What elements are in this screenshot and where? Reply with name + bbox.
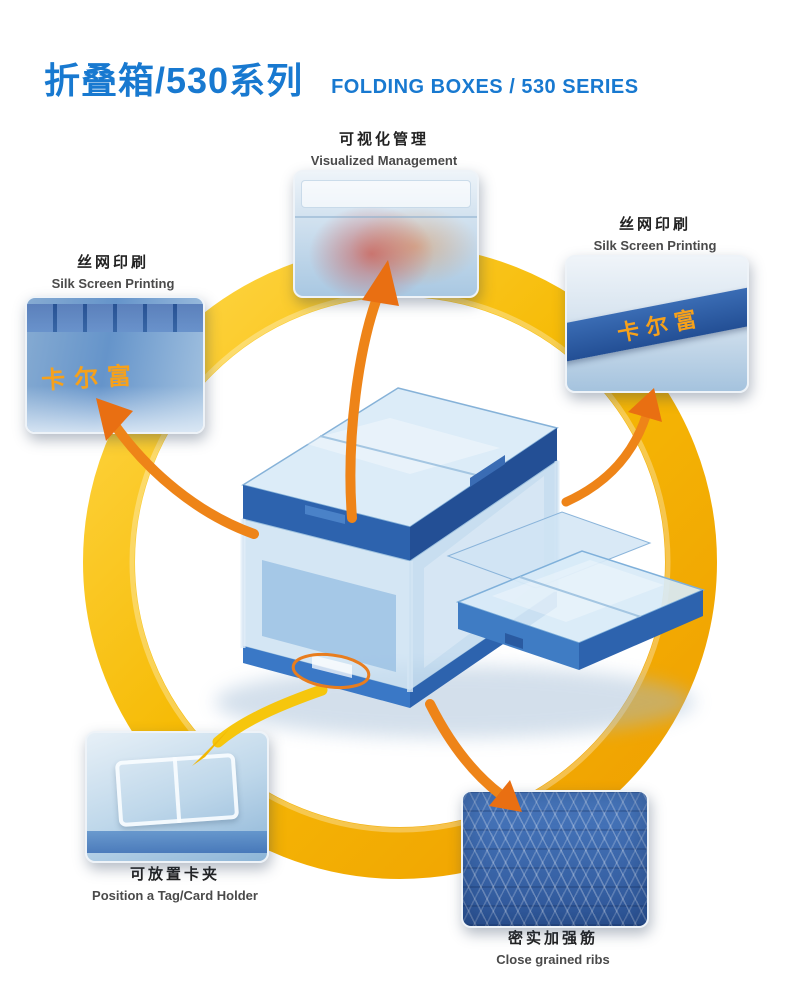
visualized-management-photo [293,170,479,298]
main-folding-box [240,387,560,708]
silk-screen-right-photo: 卡尔富 [565,255,749,393]
page-header: 折叠箱/530系列 FOLDING BOXES / 530 SERIES [44,52,639,104]
page-title-chinese: 折叠箱/530系列 [44,60,304,101]
label-silk-screen-left-en: Silk Screen Printing [51,275,175,291]
label-silk-screen-left-cn: 丝网印刷 [76,254,149,271]
box-rim-detail [301,180,471,208]
printed-rail: 卡尔富 [567,285,747,363]
card-holder-photo [85,731,269,863]
ribs-photo [461,790,649,928]
label-silk-screen-right-en: Silk Screen Printing [593,237,717,253]
page-title-english: FOLDING BOXES / 530 SERIES [331,76,639,98]
label-silk-screen-right-cn: 丝网印刷 [618,216,691,233]
label-silk-screen-right: 丝网印刷 Silk Screen Printing [565,216,745,254]
label-ribs-cn: 密实加强筋 [507,930,598,947]
label-card-holder-cn: 可放置卡夹 [129,866,220,883]
label-ribs: 密实加强筋 Close grained ribs [461,930,645,968]
card-holder-clip [114,752,240,828]
label-visualized-management-cn: 可视化管理 [338,131,429,148]
label-ribs-en: Close grained ribs [496,951,610,967]
label-card-holder-en: Position a Tag/Card Holder [92,887,258,903]
box-edge-detail [295,216,477,218]
label-visualized-management: 可视化管理 Visualized Management [293,131,475,169]
label-card-holder: 可放置卡夹 Position a Tag/Card Holder [55,866,295,904]
label-visualized-management-en: Visualized Management [310,152,458,168]
box-base-strip [87,831,267,853]
folded-flat-boxes [446,511,706,670]
printed-brand-text: 卡尔富 [615,304,706,347]
silk-screen-left-photo: 卡尔富 [25,296,205,434]
photo-haze [27,386,203,432]
label-silk-screen-left: 丝网印刷 Silk Screen Printing [25,254,201,292]
box-rim-strip [27,304,203,332]
